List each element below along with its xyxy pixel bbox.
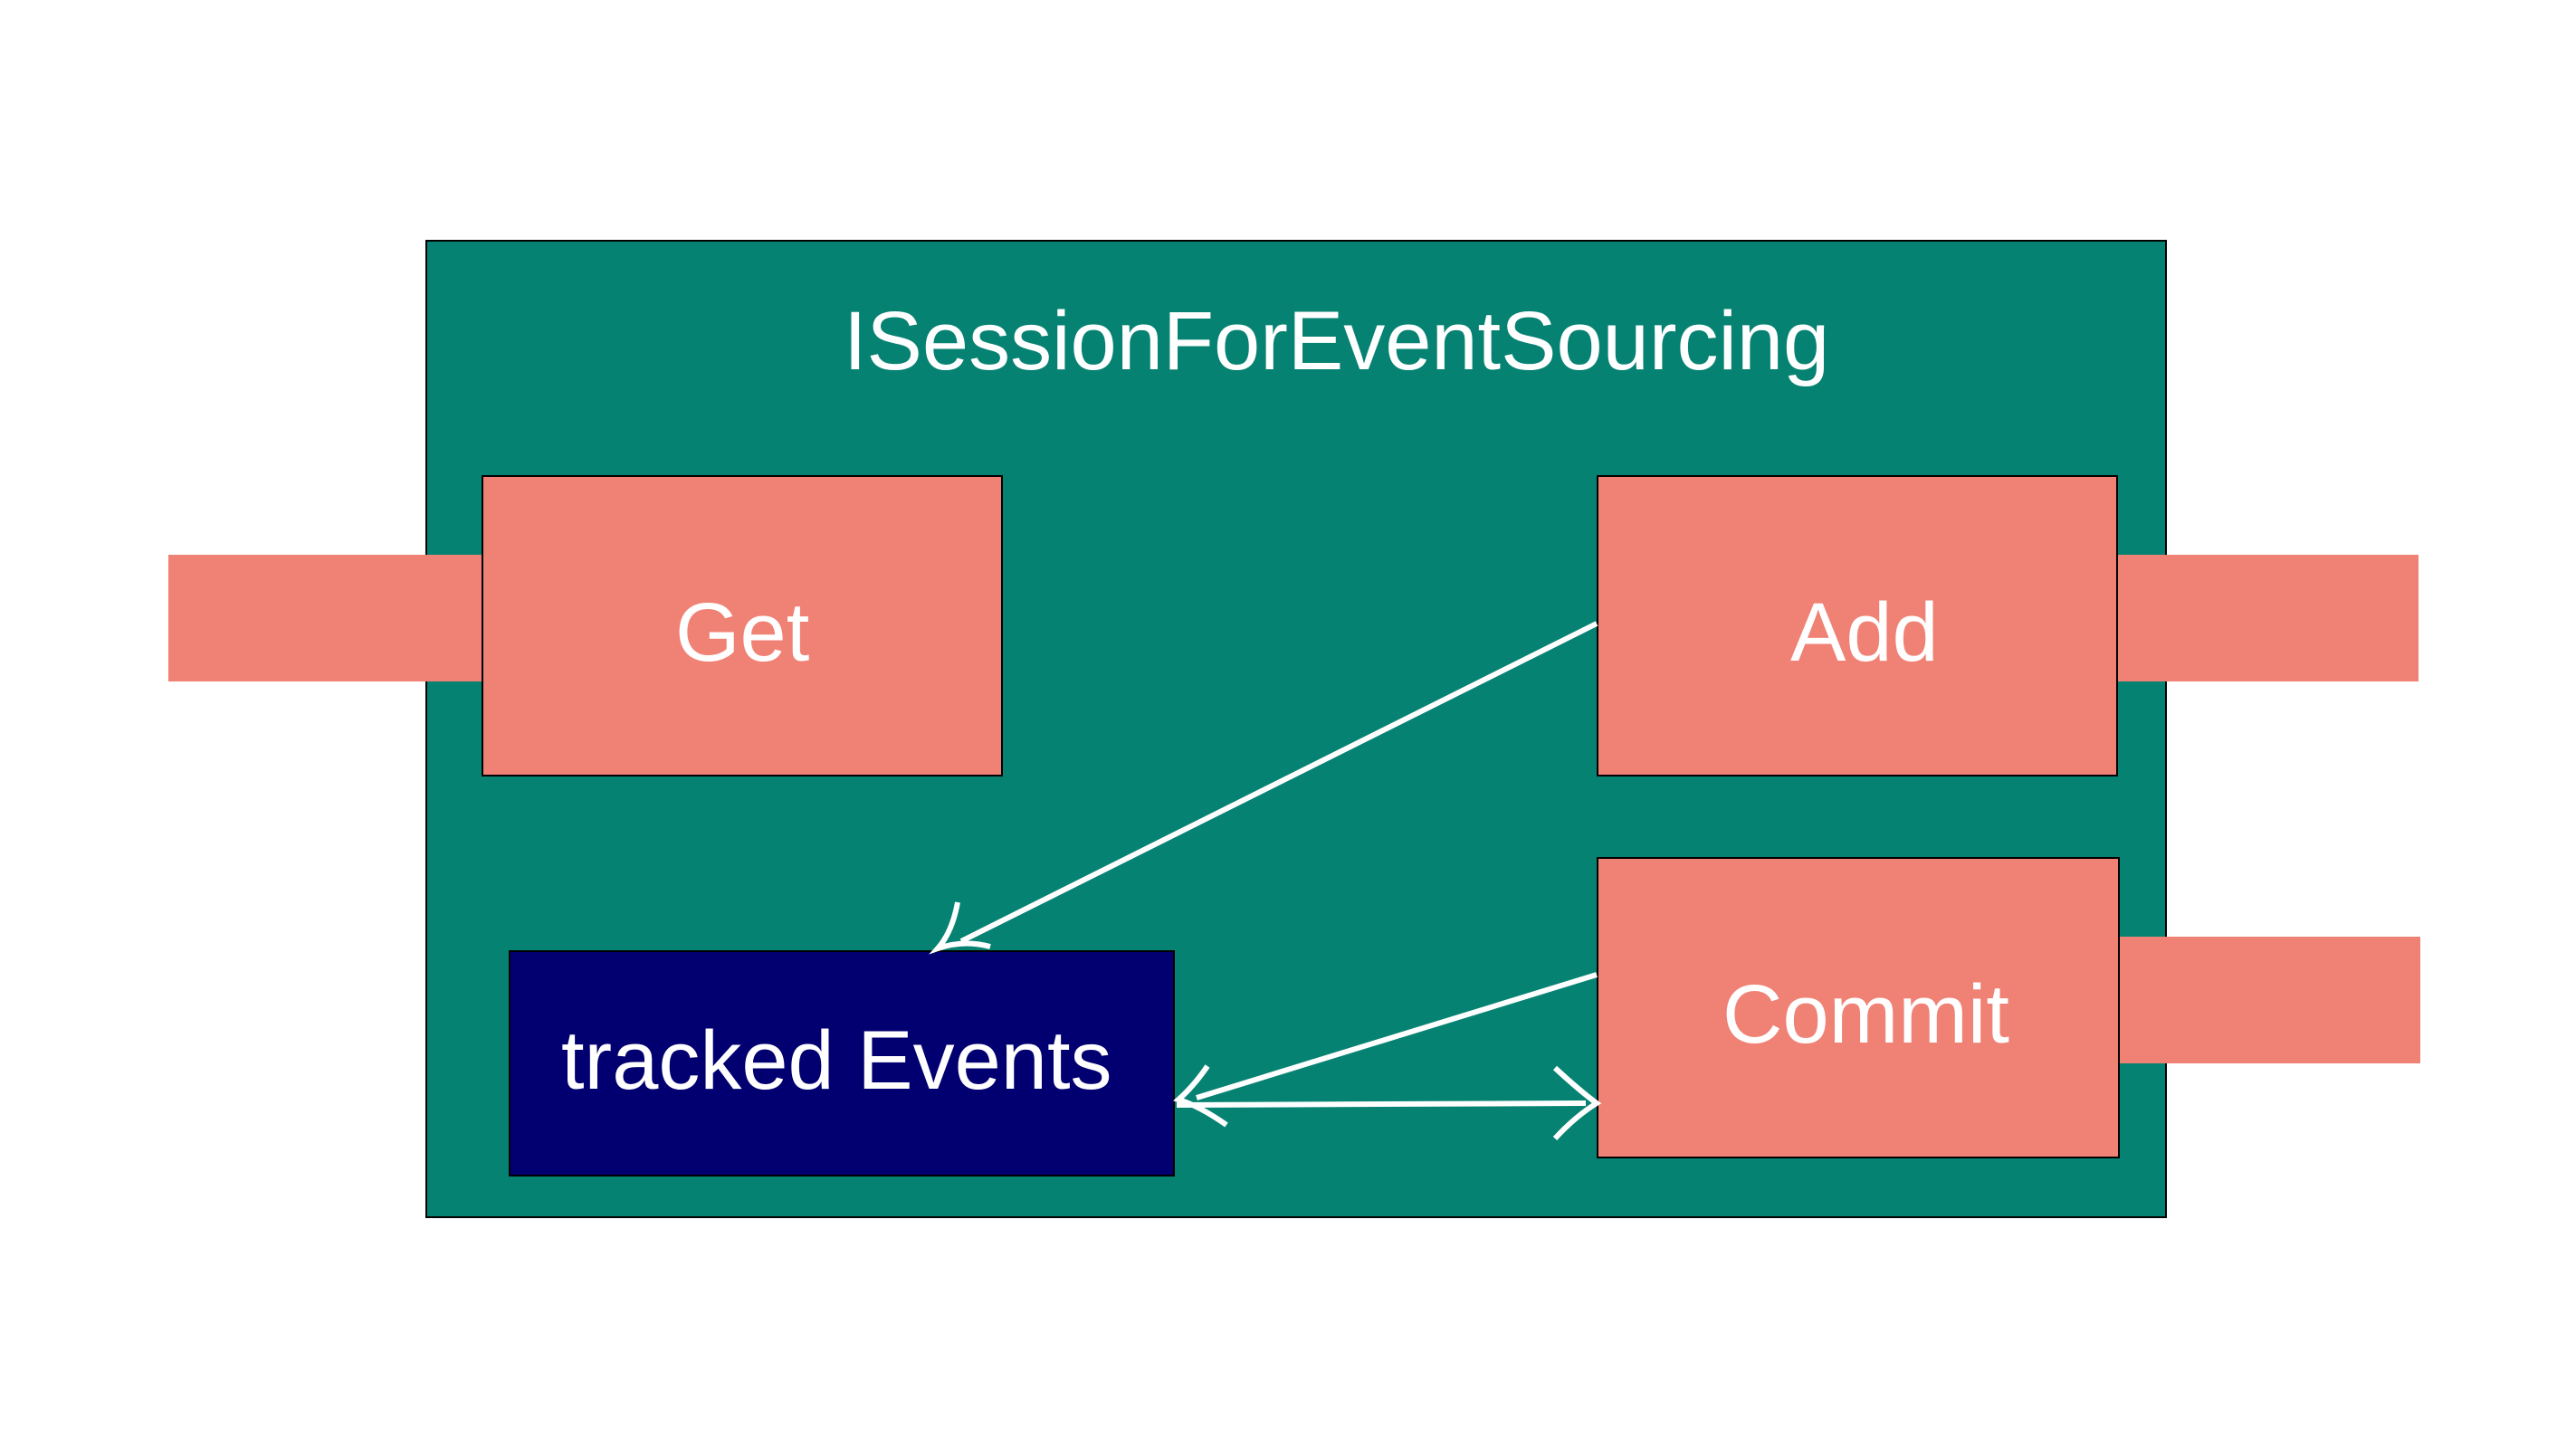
commit-operation-label: Commit [1722,968,2009,1061]
get-operation-label: Get [675,586,810,679]
container-title: ISessionForEventSourcing [844,295,1830,387]
get-connector-overlap [425,555,485,681]
commit-operation-box [1597,857,2120,1158]
add-operation-box [1597,475,2118,776]
add-operation-label: Add [1790,586,1939,679]
add-connector-overlap [2109,555,2167,681]
tracked-events-label: tracked Events [561,1015,1112,1107]
tracked-events-store [509,950,1175,1176]
